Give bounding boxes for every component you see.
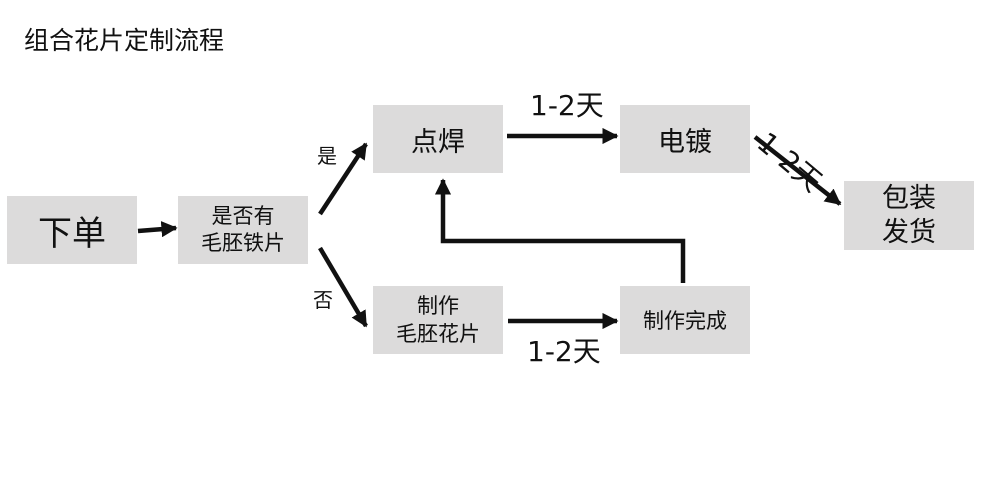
node-done: 制作完成 [620, 286, 750, 354]
node-weld: 点焊 [373, 105, 503, 173]
arrow-order-to-check [137, 221, 178, 238]
node-plate: 电镀 [620, 105, 750, 173]
edge-label-no: 否 [313, 288, 333, 312]
node-plate-label: 电镀 [658, 126, 712, 158]
arrow-check-to-make [318, 246, 368, 328]
node-check: 是否有 毛胚铁片 [178, 196, 308, 264]
arrow-check-to-weld [318, 142, 368, 216]
arrow-done-to-weld [434, 178, 686, 283]
diagram-title: 组合花片定制流程 [24, 26, 225, 55]
node-make: 制作 毛胚花片 [373, 286, 503, 354]
edge-label-weld-to-plate: 1-2天 [530, 89, 604, 122]
node-ship: 包装 发货 [844, 181, 974, 250]
arrow-plate-to-ship [753, 135, 842, 206]
node-done-label: 制作完成 [643, 309, 727, 333]
node-ship-label: 包装 发货 [882, 182, 936, 248]
node-weld-label: 点焊 [411, 126, 465, 158]
node-order-label: 下单 [38, 213, 106, 254]
node-check-label: 是否有 毛胚铁片 [201, 204, 285, 255]
edge-label-make-to-done: 1-2天 [527, 335, 601, 368]
node-make-label: 制作 毛胚花片 [396, 294, 480, 346]
edge-label-yes: 是 [317, 144, 337, 168]
node-order: 下单 [7, 196, 137, 264]
